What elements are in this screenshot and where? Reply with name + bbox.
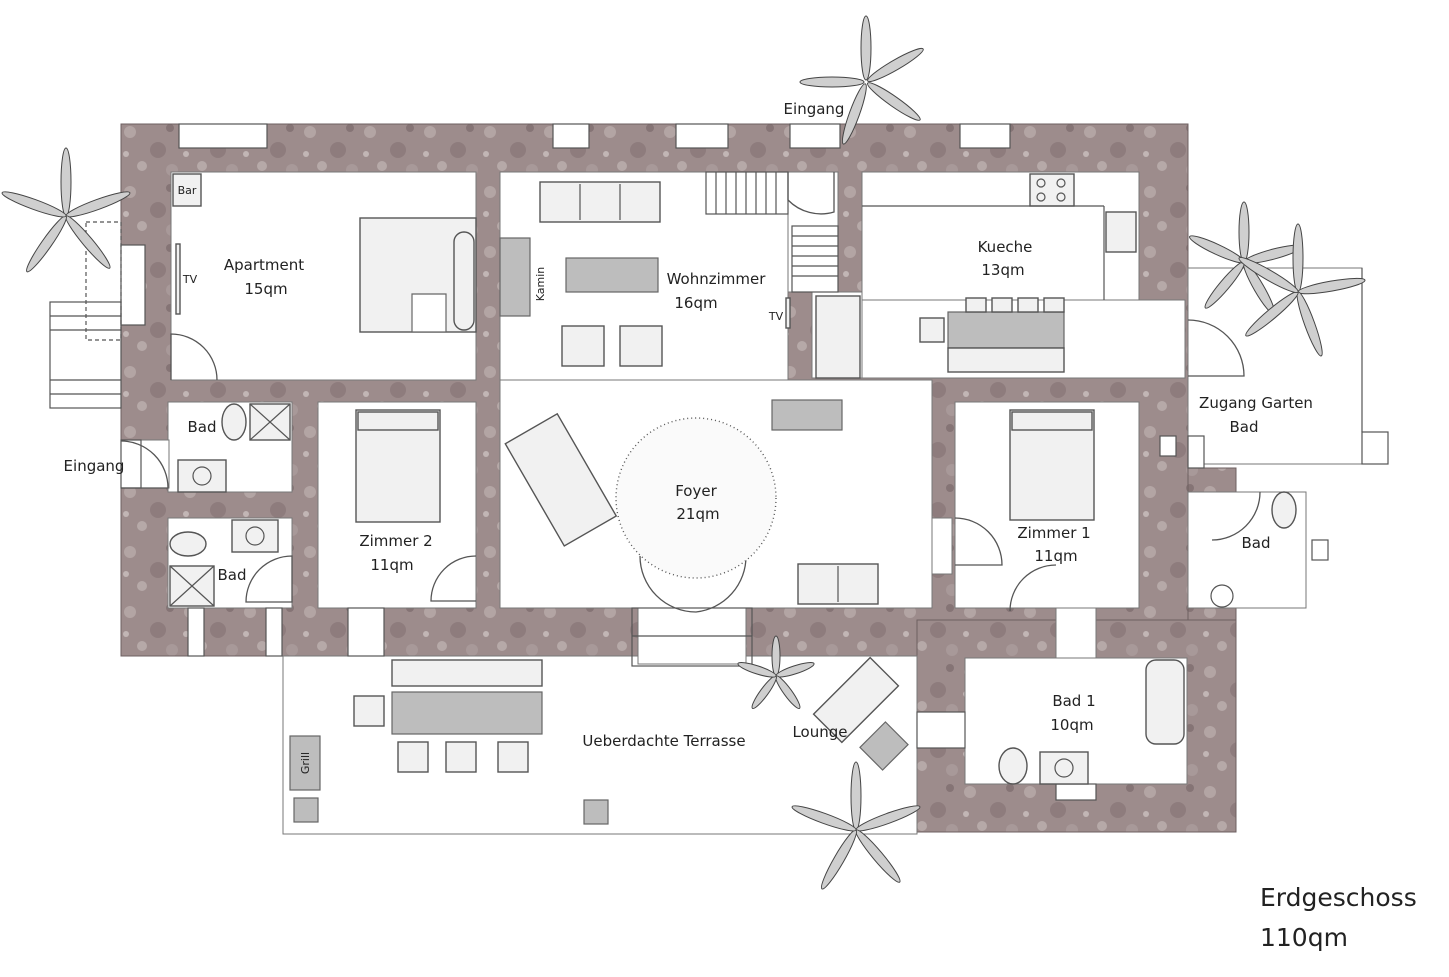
apartment-area: 15qm bbox=[244, 280, 287, 298]
zugang-sub: Bad bbox=[1229, 418, 1258, 436]
foyer-name: Foyer bbox=[675, 482, 717, 500]
palm-icon bbox=[1, 147, 131, 273]
stove bbox=[1029, 173, 1075, 207]
bar-label: Bar bbox=[178, 184, 197, 197]
palm-icon bbox=[1189, 201, 1303, 315]
bad-label: Bad bbox=[217, 566, 246, 584]
eingang-label: Eingang bbox=[784, 100, 845, 118]
grill-label: Grill bbox=[299, 752, 312, 774]
bar-counter bbox=[172, 173, 202, 207]
floor-area: 110qm bbox=[1260, 923, 1348, 952]
lounge-label: Lounge bbox=[792, 723, 847, 741]
dining-table bbox=[391, 691, 543, 735]
tv-label: TV bbox=[768, 310, 784, 323]
coffee-table bbox=[565, 257, 659, 293]
tv-label: TV bbox=[182, 273, 198, 286]
sofa bbox=[539, 181, 661, 223]
furniture bbox=[85, 173, 1363, 825]
kamin-label: Kamin bbox=[534, 267, 547, 302]
room-labels: Apartment 15qm Wohnzimmer 16qm Kueche 13… bbox=[64, 100, 1313, 774]
lounge-sofa bbox=[812, 656, 900, 744]
plants bbox=[1, 15, 1366, 890]
bad-label: Bad bbox=[187, 418, 216, 436]
zugang-name: Zugang Garten bbox=[1199, 394, 1313, 412]
foyer-area: 21qm bbox=[676, 505, 719, 523]
fireplace bbox=[499, 237, 531, 317]
round-rug bbox=[615, 417, 777, 579]
doors bbox=[120, 172, 1261, 613]
zimmer1-name: Zimmer 1 bbox=[1017, 524, 1090, 542]
bad-label: Bad bbox=[1241, 534, 1270, 552]
palm-icon bbox=[799, 15, 924, 145]
bad1-name: Bad 1 bbox=[1052, 692, 1095, 710]
eingang-label: Eingang bbox=[64, 457, 125, 475]
kueche-area: 13qm bbox=[981, 261, 1024, 279]
palm-icon bbox=[791, 761, 921, 890]
wohnzimmer-area: 16qm bbox=[674, 294, 717, 312]
palm-icon bbox=[1238, 223, 1366, 357]
bad1-area: 10qm bbox=[1050, 716, 1093, 734]
grill bbox=[289, 735, 321, 791]
palm-icon bbox=[737, 635, 815, 710]
zimmer1-area: 11qm bbox=[1034, 547, 1077, 565]
floor-name: Erdgeschoss bbox=[1260, 883, 1417, 912]
terrasse-name: Ueberdachte Terrasse bbox=[582, 732, 745, 750]
apartment-name: Apartment bbox=[224, 256, 304, 274]
zimmer2-area: 11qm bbox=[370, 556, 413, 574]
kueche-name: Kueche bbox=[978, 238, 1033, 256]
floor-title: Erdgeschoss 110qm bbox=[1260, 883, 1417, 952]
kitchen-island bbox=[947, 311, 1065, 349]
zimmer2-name: Zimmer 2 bbox=[359, 532, 432, 550]
stairs bbox=[49, 171, 839, 667]
windows bbox=[120, 123, 1389, 801]
wohnzimmer-name: Wohnzimmer bbox=[667, 270, 767, 288]
